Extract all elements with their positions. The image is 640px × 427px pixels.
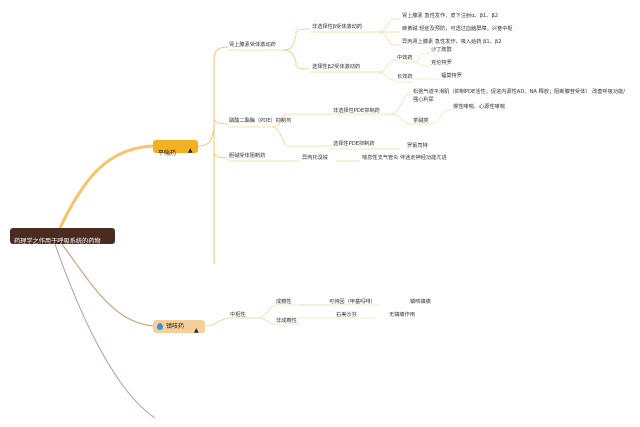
node-pde-mechanism[interactable]: 松弛气道平滑肌（抑制PDE活性；促进内源性AD、NA 释放；阻断腺苷受体） 改善… xyxy=(413,89,625,104)
node-nonselective-beta[interactable]: 非选择性β受体激动药 xyxy=(312,24,362,30)
node-long-acting[interactable]: 长效药 xyxy=(397,74,413,80)
node-selective-pde[interactable]: 选择性PDE抑制药 xyxy=(333,141,375,147)
branch-node-antitussive[interactable]: 镇咳药 ▲ xyxy=(153,320,205,334)
node-adrenaline[interactable]: 肾上腺素 急性发作，皮下注射α、β1、β2 xyxy=(402,13,499,19)
branch-node-antiasthmatic[interactable]: 平喘药 ▲ xyxy=(153,140,198,157)
node-theophyllines[interactable]: 茶碱类 xyxy=(413,118,429,124)
node-codeine-use[interactable]: 镇咳镇痛 xyxy=(410,299,431,305)
branch-label: 镇咳药 xyxy=(166,323,185,330)
node-cholinergic-blockers[interactable]: 胆碱受体阻断药 xyxy=(229,153,266,159)
node-central[interactable]: 中枢性 xyxy=(230,312,246,318)
node-clenbuterol[interactable]: 克伦特罗 xyxy=(431,60,452,66)
node-non-addictive[interactable]: 非成瘾性 xyxy=(276,318,297,324)
node-salbutamol[interactable]: 沙丁胺醇 xyxy=(431,47,452,53)
node-ipratropium[interactable]: 异丙托溴铵 xyxy=(302,155,328,161)
node-dextromethorphan-use[interactable]: 无镇痛作用 xyxy=(389,312,415,318)
node-intermediate-acting[interactable]: 中效药 xyxy=(397,55,413,61)
node-nonselective-pde[interactable]: 非选择性PDE抑制药 xyxy=(333,108,380,114)
node-selective-beta2[interactable]: 选择性β2受体激动药 xyxy=(312,64,361,70)
node-ipratropium-use[interactable]: 喘息性支气管炎 伴迷走神经功能亢进 xyxy=(362,155,447,161)
fire-icon: ▲ xyxy=(188,146,193,154)
node-adrenergic-agonists[interactable]: 肾上腺素受体激动药 xyxy=(229,42,276,48)
root-label: 药理学之作用于呼吸系统的药物 xyxy=(14,238,101,245)
node-formoterol[interactable]: 福莫特罗 xyxy=(441,73,462,79)
fire-icon: ▲ xyxy=(194,326,199,334)
node-roflumilast[interactable]: 罗氟司特 xyxy=(407,143,428,149)
node-dextromethorphan[interactable]: 右美沙芬 xyxy=(336,312,357,318)
node-isoprenaline[interactable]: 异丙肾上腺素 急性发作，吸入给药 β1、β2 xyxy=(402,39,502,45)
node-theophylline-use[interactable]: 慢性哮喘、心源性哮喘 xyxy=(453,104,505,110)
water-drop-icon xyxy=(157,323,163,330)
node-pde-inhibitors[interactable]: 磷酸二酯酶（PDE）抑制剂 xyxy=(229,118,292,124)
root-node[interactable]: 药理学之作用于呼吸系统的药物 xyxy=(10,228,115,245)
node-addictive[interactable]: 成瘾性 xyxy=(276,299,292,305)
node-ephedrine[interactable]: 麻黄碱 轻症及预防，可透过血脑屏障，兴奋中枢 xyxy=(402,26,513,32)
branch-label: 平喘药 xyxy=(158,150,177,157)
node-codeine[interactable]: 可待因（甲基吗啡） xyxy=(329,299,376,305)
